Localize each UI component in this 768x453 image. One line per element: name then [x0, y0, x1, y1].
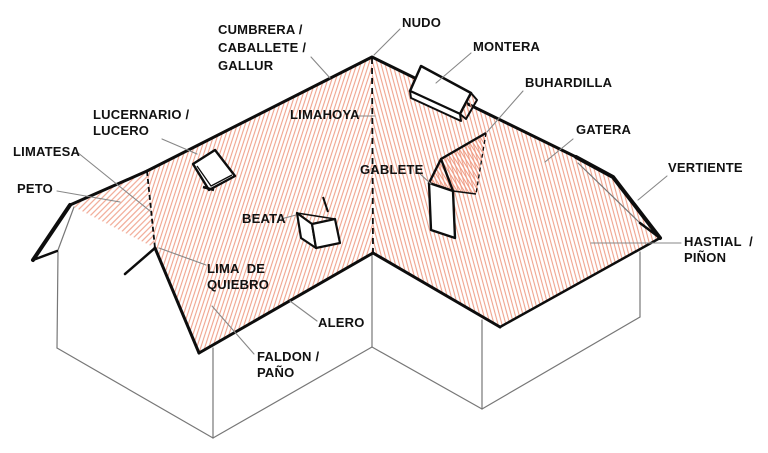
- alero-eave-right: [371, 251, 502, 329]
- leader-buhardilla: [486, 90, 524, 133]
- half-hip-eave-edge: [123, 246, 157, 276]
- peto-parapet-band: [31, 203, 72, 262]
- gablete-buhardilla-structure: [427, 131, 487, 240]
- leader-beata: [280, 214, 297, 220]
- leader-nudo: [373, 28, 401, 56]
- label-faldon: FALDON / PAÑO: [257, 349, 320, 380]
- leader-vertiente: [637, 175, 668, 201]
- label-lucernario: LUCERNARIO / LUCERO: [93, 107, 190, 138]
- roof-edges: [31, 55, 662, 355]
- right-wing-front-slope: [372, 57, 660, 327]
- peto-parapet-tip: [31, 249, 59, 262]
- label-gatera: GATERA: [576, 122, 632, 137]
- label-vertiente: VERTIENTE: [668, 160, 743, 175]
- montera-structure: [408, 64, 478, 122]
- gablete-front-face: [427, 181, 457, 240]
- label-peto: PETO: [17, 181, 53, 196]
- alero-eave-left: [197, 251, 375, 355]
- label-beata: BEATA: [242, 211, 286, 226]
- vertiente-overhang-tip: [638, 221, 662, 240]
- wall-lines: [56, 162, 641, 439]
- limatesa-hip-line: [146, 170, 156, 249]
- label-hastial: HASTIAL / PIÑON: [684, 234, 753, 265]
- buhardilla-dormer-face: [441, 133, 486, 194]
- lima-lines: [146, 57, 374, 254]
- leader-peto: [56, 190, 121, 203]
- leader-montera: [435, 52, 472, 84]
- label-limahoya: LIMAHOYA: [290, 107, 360, 122]
- leader-lima-quiebro: [158, 247, 207, 266]
- leader-alero: [289, 300, 318, 322]
- left-slope-side-edge: [153, 246, 201, 355]
- leader-limatesa: [76, 151, 151, 212]
- leader-cumbrera: [310, 56, 331, 79]
- roof-planes: [70, 57, 660, 353]
- label-cumbrera: CUMBRERA / CABALLETE / GALLUR: [218, 22, 307, 73]
- left-wing-front-slope: [147, 57, 373, 353]
- ridge-line: [145, 55, 578, 173]
- leader-gablete: [417, 171, 432, 185]
- label-montera: MONTERA: [473, 39, 541, 54]
- vertiente-overhang-band: [574, 155, 662, 240]
- label-limatesa: LIMATESA: [13, 144, 81, 159]
- right-slope-rake-edge: [498, 236, 662, 329]
- beata-structure: [295, 196, 342, 250]
- leader-lucernario: [161, 138, 198, 155]
- half-hip-plane: [70, 171, 155, 248]
- label-buhardilla: BUHARDILLA: [525, 75, 613, 90]
- leader-faldon: [211, 305, 255, 355]
- leader-gatera: [544, 138, 574, 163]
- leader-lines: [56, 28, 682, 355]
- limahoya-valley-line: [371, 57, 374, 254]
- label-lima-quiebro: LIMA DE QUIEBRO: [207, 261, 270, 292]
- label-gablete: GABLETE: [360, 162, 424, 177]
- lucernario-structure: [191, 148, 237, 192]
- label-alero: ALERO: [318, 315, 365, 330]
- label-nudo: NUDO: [402, 15, 442, 30]
- half-hip-top-edge: [68, 169, 149, 207]
